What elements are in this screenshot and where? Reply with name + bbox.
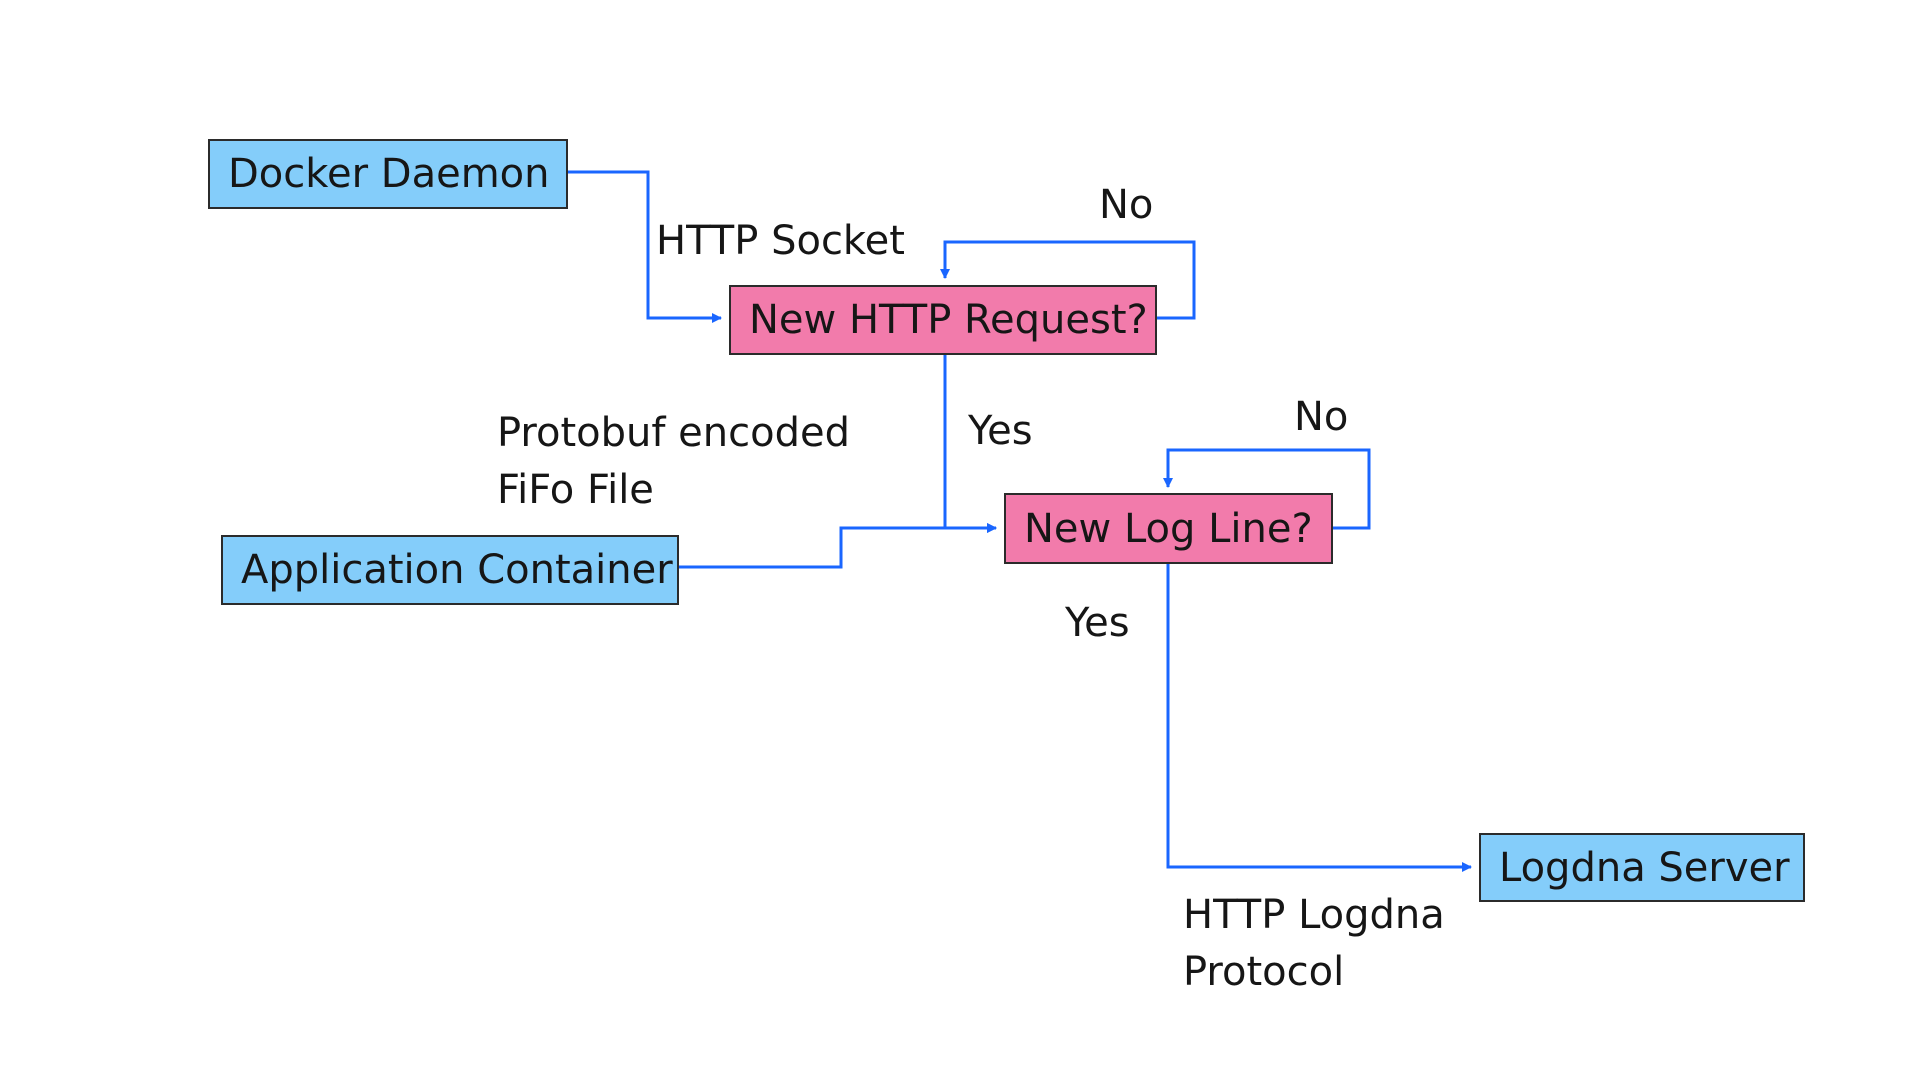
connector-log-line-yes-to-server — [1166, 564, 1472, 872]
logdna-server-node: Logdna Server — [1479, 833, 1805, 902]
http-logdna-label: HTTP Logdna — [1183, 892, 1445, 938]
new-log-line-node: New Log Line? — [1004, 493, 1333, 564]
logdna-server-label: Logdna Server — [1499, 844, 1790, 891]
no-http-request-label: No — [1099, 182, 1154, 228]
application-container-label: Application Container — [241, 547, 673, 593]
http-socket-label: HTTP Socket — [656, 218, 905, 264]
connector-app-container-to-log-line — [679, 523, 997, 569]
connector-http-request-no-loop — [940, 240, 1196, 320]
application-container-node: Application Container — [221, 535, 679, 605]
yes-http-request-label: Yes — [968, 408, 1033, 454]
yes-log-line-label: Yes — [1065, 600, 1130, 646]
docker-daemon-label: Docker Daemon — [228, 151, 550, 197]
new-http-request-node: New HTTP Request? — [729, 285, 1157, 355]
protobuf-encoded-label: Protobuf encoded — [497, 410, 850, 456]
new-log-line-label: New Log Line? — [1024, 505, 1313, 552]
connector-docker-to-http-request — [568, 170, 722, 323]
connector-log-line-no-loop — [1163, 448, 1371, 530]
docker-daemon-node: Docker Daemon — [208, 139, 568, 209]
protocol-label: Protocol — [1183, 949, 1345, 995]
fifo-file-label: FiFo File — [497, 467, 654, 513]
new-http-request-label: New HTTP Request? — [749, 297, 1148, 343]
no-log-line-label: No — [1294, 394, 1349, 440]
